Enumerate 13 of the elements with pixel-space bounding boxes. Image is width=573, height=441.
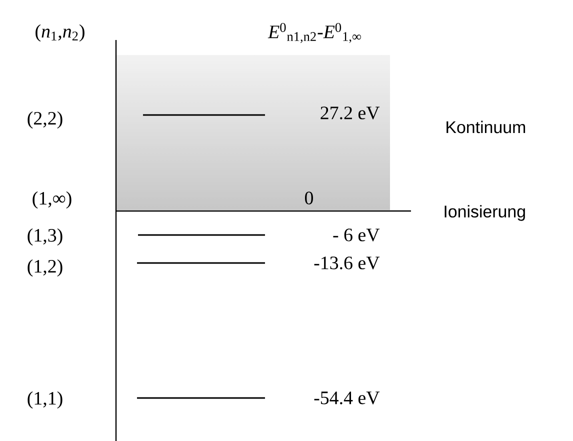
energy-value: 27.2 eV: [320, 106, 380, 120]
energy-value: -54.4 eV: [314, 392, 380, 404]
state-label: (1,2): [28, 259, 62, 277]
state-label: (1,1): [28, 391, 62, 409]
region-label: Kontinuum: [446, 120, 526, 134]
energy-value: - 6 eV: [333, 228, 380, 242]
state-label: (1,3): [28, 228, 62, 246]
state-label: (2,2): [28, 111, 62, 129]
column-heading: (n$_{1}$,n$_{2}$): [36, 24, 84, 42]
energy-value: -13.6 eV: [314, 256, 380, 270]
state-label: (1,∞): [32, 191, 72, 209]
region-label: Ionisierung: [444, 205, 525, 221]
energy-value: 0: [305, 192, 313, 204]
